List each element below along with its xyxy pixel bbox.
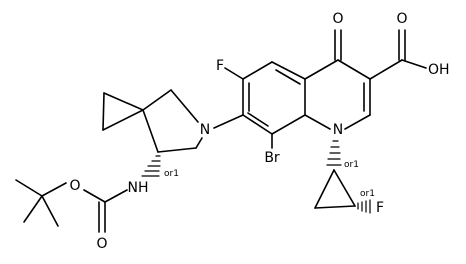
bond [41,182,67,197]
bond [242,114,273,135]
bond [41,195,59,227]
bond-double [247,112,269,127]
quinolone-core [213,29,427,149]
atom-labels: O O OH F N N Br NH O O F [69,11,449,252]
bond [271,114,306,135]
bromine-label: Br [264,150,280,166]
bond [102,109,144,131]
spiro-pyrrolidine [102,89,203,177]
hashed-wedge-bond [141,155,161,177]
pyrrolidine-nitrogen-label: N [200,122,210,138]
bond [304,59,339,80]
bond [195,137,203,149]
bond [333,169,356,207]
bond [314,205,356,209]
bond [401,59,427,69]
boc-ester-oxygen-label: O [69,178,80,194]
acid-oxygen-label: O [396,11,407,27]
bond [213,114,244,129]
bond [344,114,371,130]
bond [23,195,43,223]
fluorocyclopropyl-group [314,140,371,214]
boc-carbonyl-oxygen-label: O [96,236,107,252]
bond [271,61,306,80]
bond [304,114,331,130]
bond [15,179,43,197]
bond [83,189,106,203]
bond [337,59,371,80]
bond [242,61,273,80]
acid-hydroxyl-label: OH [428,62,450,78]
bond [369,59,403,80]
stereo-label-cyclopropyl-c2: or1 [360,189,375,199]
amide-nh-label: NH [128,180,149,196]
bond [157,147,197,153]
keto-oxygen-label: O [332,11,343,27]
bond [142,89,172,111]
cyclopropyl-fluorine-label: F [376,200,384,216]
stereo-label-spiro: or1 [164,169,179,179]
bond-double [275,69,301,85]
hashed-wedge-bond [326,140,342,166]
bond [104,189,128,203]
stereo-label-cyclopropyl-c1: or1 [344,160,359,170]
boc-group [15,179,128,233]
bond [142,109,159,153]
stereo-labels: or1 or1 or1 [164,160,375,199]
ring-fluorine-label: F [216,58,224,74]
bond [314,169,335,209]
hashed-wedge-bond [357,199,371,214]
bond [170,89,199,123]
bond [102,92,105,131]
bond [224,67,244,80]
quinolone-nitrogen-label: N [333,122,343,138]
bond [103,92,144,111]
